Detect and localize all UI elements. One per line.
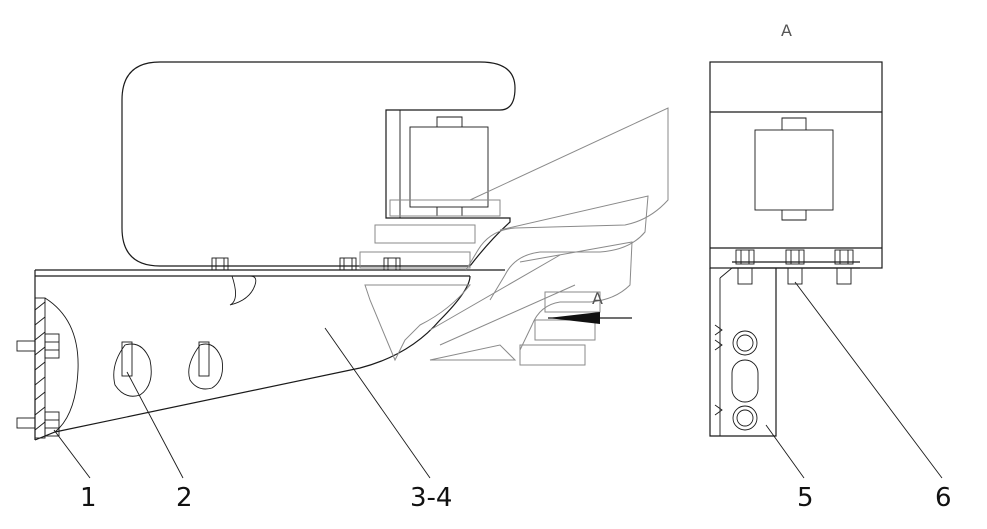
bracket-contour <box>34 275 471 441</box>
arrow-label: A <box>592 289 603 308</box>
leaders <box>53 281 943 479</box>
callout-2: 2 <box>176 483 193 513</box>
view-arrow: A <box>548 289 632 324</box>
angle-bracket <box>709 268 777 437</box>
view-title: A <box>781 21 792 40</box>
watermark-logo <box>359 107 669 366</box>
slot-feature-1 <box>113 341 152 397</box>
slot <box>731 359 759 403</box>
view-a: A <box>709 21 883 437</box>
view-a-bolt-2 <box>785 249 805 285</box>
main-view <box>16 61 516 441</box>
top-bolt-2 <box>339 257 357 271</box>
upper-housing <box>121 61 516 267</box>
view-a-bolt-3 <box>834 249 854 285</box>
wall-plate <box>34 297 79 439</box>
wall-bolt-upper <box>16 333 60 359</box>
wall-bolt-lower <box>16 411 60 437</box>
callout-3-4: 3-4 <box>410 483 452 513</box>
callout-6: 6 <box>935 483 952 513</box>
callouts: 1 2 3-4 5 6 <box>80 483 952 513</box>
channel-profile <box>399 110 489 218</box>
break-line <box>229 275 257 306</box>
callout-1: 1 <box>80 483 97 513</box>
hole-lower <box>732 405 758 431</box>
callout-5: 5 <box>797 483 814 513</box>
hole-upper <box>732 330 758 356</box>
view-a-bolt-1 <box>735 249 755 285</box>
top-bolt-1 <box>211 257 229 271</box>
slot-feature-2 <box>188 341 223 390</box>
